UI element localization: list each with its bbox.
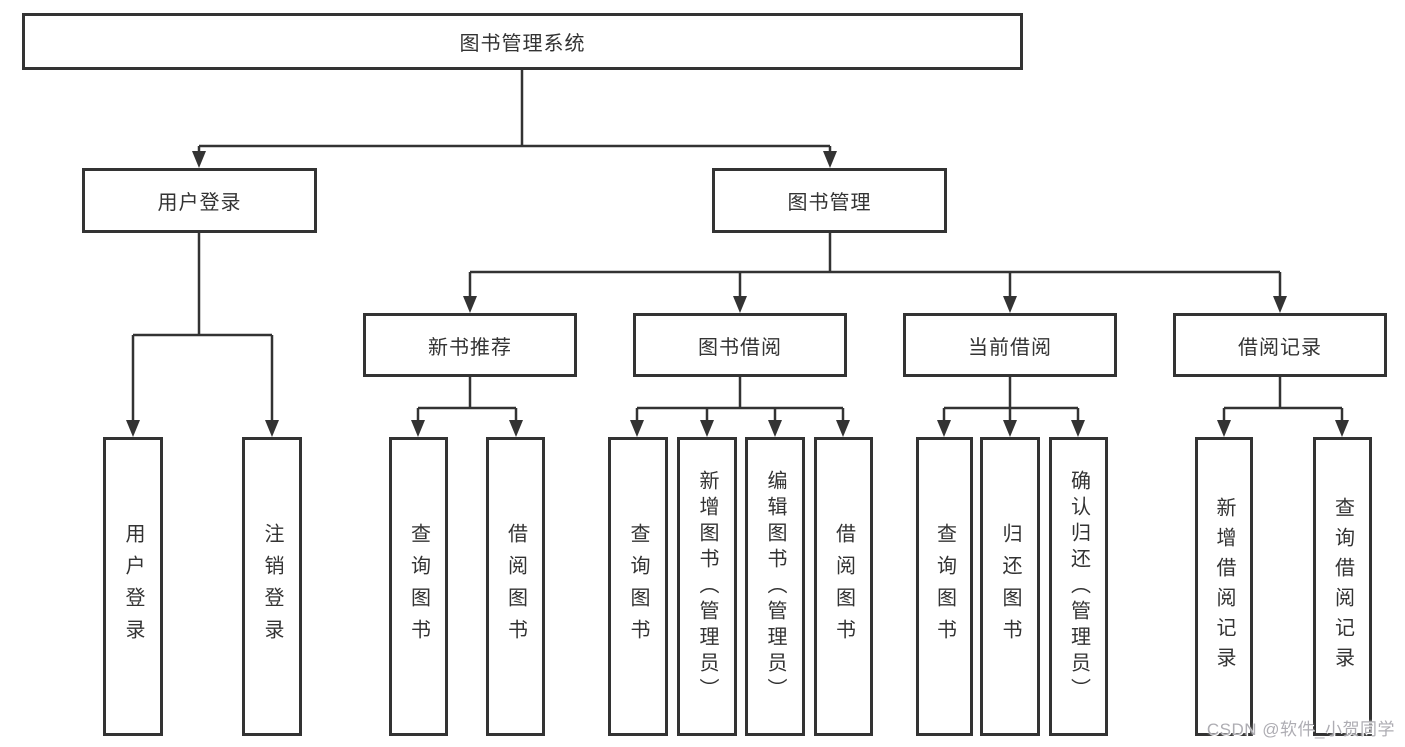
leaf-label: 查询图书 [933,522,956,651]
node-user-login: 用户登录 [82,168,317,233]
leaf-add-books-admin: 新增图书（管理员） [677,437,737,736]
arrowheads [126,151,1349,437]
leaf-logout: 注销登录 [242,437,302,736]
node-book-management: 图书管理 [712,168,947,233]
leaf-recommend-borrow-books: 借阅图书 [486,437,545,736]
leaf-query-borrow-record: 查询借阅记录 [1313,437,1372,736]
leaf-user-login: 用户登录 [103,437,163,736]
leaf-confirm-return-admin: 确认归还（管理员） [1049,437,1108,736]
node-label: 图书借阅 [698,336,782,359]
node-label: 用户登录 [157,192,242,214]
node-label: 图书管理系统 [459,33,586,55]
leaf-borrowing-borrow-books: 借阅图书 [814,437,873,736]
leaf-label: 新增借阅记录 [1213,496,1235,677]
leaf-add-borrow-record: 新增借阅记录 [1195,437,1253,736]
leaf-recommend-query-books: 查询图书 [389,437,448,736]
leaf-label: 查询图书 [407,522,430,651]
leaf-label: 确认归还（管理员） [1067,469,1090,704]
leaf-label: 归还图书 [999,522,1021,651]
node-current-borrowing: 当前借阅 [903,313,1117,377]
node-book-borrowing: 图书借阅 [633,313,847,377]
node-label: 图书管理 [787,192,872,214]
leaf-label: 注销登录 [261,522,283,651]
leaf-label: 新增图书（管理员） [696,469,718,704]
leaf-label: 编辑图书（管理员） [764,469,786,704]
leaf-label: 查询借阅记录 [1331,496,1354,677]
leaf-label: 借阅图书 [504,522,527,651]
node-label: 当前借阅 [968,336,1052,359]
node-new-book-recommendation: 新书推荐 [363,313,577,377]
node-borrowing-records: 借阅记录 [1173,313,1387,377]
node-label: 新书推荐 [428,336,512,359]
leaf-borrowing-query-books: 查询图书 [608,437,668,736]
leaf-label: 查询图书 [627,522,649,651]
leaf-label: 借阅图书 [832,522,855,651]
node-label: 借阅记录 [1238,336,1322,359]
leaf-label: 用户登录 [122,522,144,651]
node-library-management-system: 图书管理系统 [22,13,1023,70]
leaf-return-books: 归还图书 [980,437,1040,736]
leaf-edit-books-admin: 编辑图书（管理员） [745,437,805,736]
csdn-watermark: CSDN @软件_小贺同学 [1206,720,1395,739]
leaf-current-query-books: 查询图书 [916,437,973,736]
